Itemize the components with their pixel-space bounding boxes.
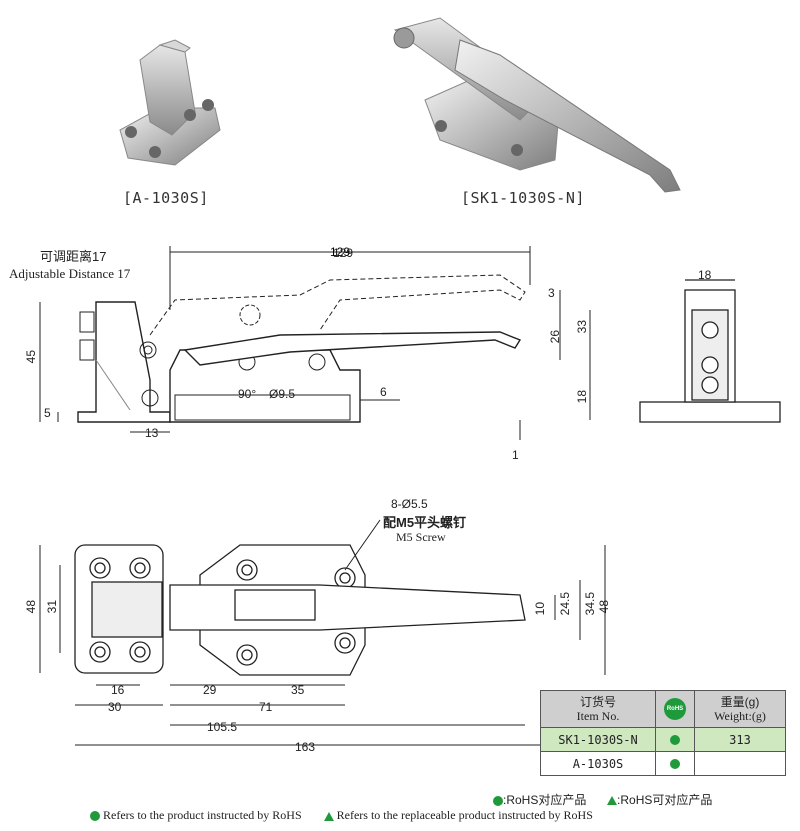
dim-d95: Ø9.5 (269, 387, 296, 401)
dim-163: 163 (295, 740, 316, 754)
row-rohs (655, 727, 695, 752)
header-weight-en: Weight:(g) (714, 709, 766, 723)
rohs-triangle-icon (323, 811, 334, 821)
rohs-triangle-icon (607, 796, 618, 806)
header-item-no-cn: 订货号 (579, 695, 616, 709)
latch-photo (393, 17, 681, 193)
dim-18-end: 18 (698, 268, 712, 282)
legend-cn-dot: :RoHS对应产品 (503, 793, 587, 807)
header-rohs: RoHS (655, 690, 695, 728)
rohs-dot-icon (670, 759, 680, 770)
dim-245: 24.5 (558, 592, 572, 616)
dim-31: 31 (45, 600, 59, 614)
legend-cn-tri: :RoHS可对应产品 (617, 793, 713, 807)
legend-en-dot: Refers to the product instructed by RoHS (103, 808, 302, 822)
table-row: SK1-1030S-N 313 (540, 727, 786, 752)
side-view-drawing: 129 (39, 245, 591, 440)
dim-129: 129 (330, 245, 350, 259)
rohs-logo-icon: RoHS (664, 698, 686, 720)
row-weight (694, 751, 786, 776)
row-rohs (655, 751, 695, 776)
row-item-no: SK1-1030S-N (540, 727, 656, 752)
adjust-label-en: Adjustable Distance 17 (9, 266, 131, 281)
header-item-no-en: Item No. (576, 709, 620, 723)
dim-13: 13 (145, 426, 159, 440)
adjust-label-cn: 可调距离17 (40, 249, 107, 264)
header-weight: 重量(g) Weight:(g) (694, 690, 786, 728)
dim-90deg: 90° (238, 387, 257, 401)
end-view-drawing (639, 279, 781, 423)
bracket-photo (119, 39, 221, 166)
dim-26: 26 (548, 330, 562, 344)
dim-18-side: 18 (575, 390, 589, 404)
spec-table: 订货号 Item No. RoHS 重量(g) Weight:(g) SK1-1… (540, 690, 786, 776)
header-weight-cn: 重量(g) (720, 695, 760, 709)
table-row: A-1030S (540, 751, 786, 776)
dim-45: 45 (24, 350, 38, 364)
rohs-dot-icon (670, 735, 680, 746)
dim-29: 29 (203, 683, 217, 697)
row-weight: 313 (694, 727, 786, 752)
top-view-drawing (39, 519, 610, 746)
dim-129: 129 (333, 246, 354, 260)
caption-latch: [SK1-1030S-N] (461, 189, 585, 207)
dim-5: 5 (44, 406, 51, 420)
dim-3: 3 (548, 286, 555, 300)
dim-30: 30 (108, 700, 122, 714)
dim-71: 71 (259, 700, 273, 714)
dim-105: 105.5 (207, 720, 238, 734)
dim-10: 10 (533, 602, 547, 616)
dim-33: 33 (575, 320, 589, 334)
dim-16: 16 (111, 683, 125, 697)
screw-label-en: M5 Screw (396, 530, 446, 544)
dim-48-right: 48 (597, 600, 611, 614)
rohs-dot-icon (493, 795, 503, 806)
legend-en: Refers to the product instructed by RoHS… (90, 808, 593, 823)
dim-48-left: 48 (24, 600, 38, 614)
hole-label: 8-Ø5.5 (391, 497, 428, 511)
dim-35: 35 (291, 683, 305, 697)
spec-table-header: 订货号 Item No. RoHS 重量(g) Weight:(g) (540, 690, 786, 728)
row-item-no: A-1030S (540, 751, 656, 776)
legend-en-tri: Refers to the replaceable product instru… (336, 808, 593, 822)
product-photos (119, 17, 681, 193)
screw-label-cn: 配M5平头螺钉 (383, 515, 467, 530)
header-item-no: 订货号 Item No. (540, 690, 656, 728)
dim-345: 34.5 (583, 592, 597, 616)
legend-cn: :RoHS对应产品 :RoHS可对应产品 (493, 791, 712, 808)
dim-6: 6 (380, 385, 387, 399)
dim-1: 1 (512, 448, 519, 462)
caption-bracket: [A-1030S] (123, 189, 209, 207)
rohs-dot-icon (90, 811, 100, 822)
